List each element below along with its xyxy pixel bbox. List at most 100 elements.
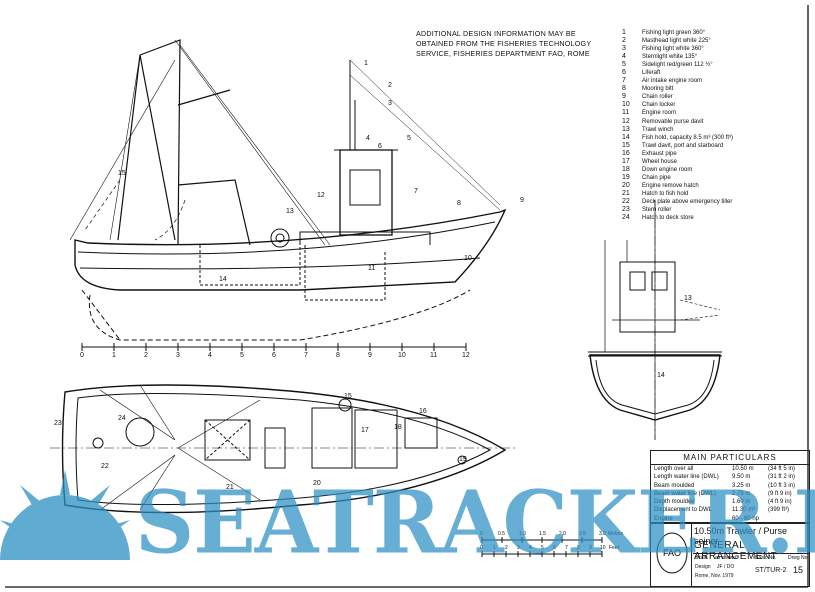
legend-item: 2 Masthead light white 225° — [622, 37, 733, 45]
legend-text: Sternlight white 135° — [642, 54, 698, 61]
legend-text: Stern roller — [642, 207, 672, 214]
legend-text: Mooring bitt — [642, 86, 674, 93]
legend-number: 4 — [622, 53, 626, 61]
legend-item: 5 Sidelight red/green 112 ½° — [622, 61, 733, 69]
scale-tick: 2 — [505, 545, 508, 551]
scale-tick: 2.0 — [559, 531, 566, 537]
callout: 1 — [364, 60, 368, 67]
scale-tick: 1.0 — [519, 531, 526, 537]
legend-text: Sidelight red/green 112 ½° — [642, 62, 713, 69]
station-label: 1 — [112, 352, 116, 359]
particular-name: Depth moulded — [654, 499, 695, 506]
particular-imperial: (31 ft 2 in) — [768, 474, 796, 481]
legend-text: Engine remove hatch — [642, 182, 699, 189]
legend-text: Chain locker — [642, 102, 676, 109]
callout: 12 — [317, 192, 325, 199]
drwg-no-label: Drwg No. — [788, 555, 809, 561]
legend-text: Chain roller — [642, 94, 673, 101]
callout: 13 — [286, 208, 294, 215]
particular-imperial: (9 ft 9 in) — [768, 490, 792, 497]
scale-tick: 10 — [600, 545, 606, 551]
callout: 18 — [394, 424, 402, 431]
legend-number: 21 — [622, 189, 630, 197]
callout: 7 — [414, 188, 418, 195]
feet-label: Feet — [609, 545, 620, 551]
scale-tick: 2.5 — [579, 531, 586, 537]
design-info-note: ADDITIONAL DESIGN INFORMATION MAY BE OBT… — [416, 29, 591, 59]
station-label: 0 — [80, 352, 84, 359]
scale-tick: 0 — [480, 545, 483, 551]
callout: 10 — [464, 255, 472, 262]
particular-name: Beam moulded — [654, 482, 695, 489]
callout: 14 — [219, 276, 227, 283]
particular-imperial: (34 ft 5 in) — [768, 466, 796, 472]
legend-number: 17 — [622, 157, 630, 165]
callout: 4 — [366, 135, 370, 142]
legend-item: 23 Stern roller — [622, 206, 733, 214]
particular-imperial: (4 ft 9 in) — [768, 499, 792, 506]
legend-number: 19 — [622, 173, 630, 181]
particular-name: Length water line (DWL) — [654, 474, 719, 481]
station-label: 8 — [336, 352, 340, 359]
legend-number: 5 — [622, 61, 626, 69]
metric-scale-bar — [481, 537, 603, 557]
callout: 2 — [388, 82, 392, 89]
legend-text: Engine room — [642, 110, 677, 117]
scale-tick: 5 — [541, 545, 544, 551]
legend-text: Masthead light white 225° — [642, 38, 711, 45]
legend-number: 16 — [622, 149, 630, 157]
particular-metric: 9.50 m — [732, 474, 751, 481]
callout: 15 — [118, 170, 126, 177]
particular-imperial: (399 ft³) — [768, 507, 790, 514]
particular-metric: 2.75 m — [732, 490, 751, 497]
particulars-row: Beam water line (DWL) 2.75 m (9 ft 9 in) — [651, 490, 809, 498]
callout: 19 — [459, 456, 467, 463]
station-label: 2 — [144, 352, 148, 359]
legend-item: 4 Sternlight white 135° — [622, 53, 733, 61]
legend-number: 24 — [622, 214, 630, 222]
legend-text: Hatch to deck store — [642, 215, 694, 222]
particular-imperial: (10 ft 3 in) — [768, 482, 796, 489]
section-view — [588, 200, 722, 440]
legend-number: 1 — [622, 29, 626, 36]
legend-number: 13 — [622, 125, 630, 133]
station-scale — [81, 343, 467, 351]
scale-tick: 0 — [480, 531, 483, 537]
scale-tick: 6 — [553, 545, 556, 551]
scale-tick: 7 — [565, 545, 568, 551]
note-line: ADDITIONAL DESIGN INFORMATION MAY BE — [416, 29, 576, 38]
station-label: 3 — [176, 352, 180, 359]
callout: 23 — [54, 420, 62, 427]
scale-label: Scale — [695, 555, 708, 561]
place-date: Rome, Nov. 1979 — [695, 573, 734, 579]
watermark-text: SEATRACKER.RU — [135, 472, 815, 574]
particular-metric: 10.50 m — [732, 466, 754, 472]
legend-text: Fish hold, capacity 8.5 m³ (300 ft³) — [642, 134, 734, 141]
drwg-no: 15 — [793, 565, 804, 575]
legend-item: 24 Hatch to deck store — [622, 214, 733, 222]
callout: 14 — [657, 372, 665, 379]
callout: 20 — [313, 480, 321, 487]
legend-number: 15 — [622, 141, 630, 149]
callout: 24 — [118, 415, 126, 422]
particular-name: Beam water line (DWL) — [654, 490, 717, 497]
station-label: 5 — [240, 352, 244, 359]
legend-number: 2 — [622, 37, 626, 45]
legend-number: 23 — [622, 206, 630, 214]
